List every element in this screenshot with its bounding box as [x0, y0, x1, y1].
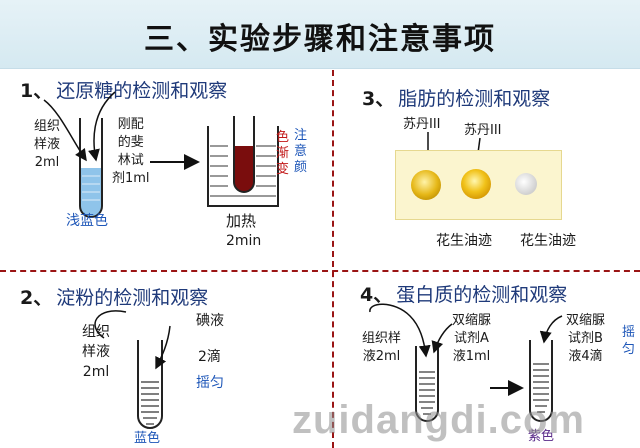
- section-4-heading: 4、蛋白质的检测和观察: [360, 280, 567, 307]
- arrow-biuret-b-into-tube: [539, 315, 563, 344]
- s2-iodine-label: 碘液: [196, 313, 224, 329]
- section-3-title: 脂肪的检测和观察: [398, 88, 551, 110]
- section-4-tube-1: [415, 346, 439, 422]
- s2-tissue-sample-label: 组织 样液 2ml: [82, 324, 110, 380]
- s4-biuret-a-label: 双缩脲 试剂A 液1ml: [452, 313, 492, 364]
- s1-heating-label: 加热: [226, 212, 257, 230]
- s4-biuret-b-label: 双缩脲 试剂B 液4滴: [566, 313, 606, 364]
- arrow-biuret-a-into-tube-4: [431, 323, 453, 354]
- arrow-sample-into-tube-4: [369, 303, 431, 358]
- arrow-reagent-into-tube-1: [88, 91, 116, 162]
- s1-fehling-reagent-label: 刚配 的斐 林试 剂1ml: [112, 117, 150, 186]
- s3-peanut-oil-right: 花生油迹: [520, 233, 576, 249]
- s1-result-color-label: 浅蓝色: [66, 213, 108, 229]
- site-watermark: zuidangdi.com: [292, 398, 585, 442]
- arrow-sample-into-tube-2: [94, 310, 127, 339]
- s4-result-color-label: 紫色: [528, 429, 555, 444]
- vertical-divider: [332, 70, 334, 448]
- horizontal-divider: [0, 270, 640, 272]
- section-1-tube: [79, 118, 103, 218]
- section-1-number: 1、: [20, 80, 53, 102]
- section-1-title: 还原糖的检测和观察: [56, 80, 228, 102]
- s3-sudan-right-label: 苏丹III: [464, 123, 502, 138]
- s1-tissue-sample-label: 组织 样液 2ml: [34, 119, 61, 170]
- s4-shake-label: 摇 匀: [622, 325, 636, 357]
- header-banner: 三、实验步骤和注意事项: [0, 0, 640, 69]
- section-2-number: 2、: [20, 287, 53, 309]
- section-3-heading: 3、脂肪的检测和观察: [362, 84, 550, 111]
- section-4-tube-2: [529, 340, 553, 422]
- section-1-heading: 1、还原糖的检测和观察: [20, 76, 227, 103]
- section-2-title: 淀粉的检测和观察: [56, 287, 209, 309]
- section-4-title: 蛋白质的检测和观察: [396, 284, 568, 306]
- s2-result-color-label: 蓝色: [134, 431, 161, 446]
- water-bath-beaker: [207, 116, 279, 207]
- s2-shake-label: 摇匀: [196, 375, 224, 391]
- fat-test-paper: [395, 150, 562, 220]
- s4-tissue-sample-label: 组织样 液2ml: [362, 331, 402, 364]
- s3-sudan-left-label: 苏丹III: [403, 117, 441, 132]
- section-2-heading: 2、淀粉的检测和观察: [20, 283, 208, 310]
- s1-color-note-a: 色 渐 变: [276, 130, 290, 177]
- arrow-iodine-into-tube-2: [155, 325, 171, 370]
- s2-drops-label: 2滴: [198, 349, 221, 365]
- s1-color-note-b: 注 意 颜: [294, 128, 308, 175]
- page-title: 三、实验步骤和注意事项: [144, 22, 496, 57]
- section-2-tube: [137, 340, 163, 429]
- s1-heating-time-label: 2min: [226, 233, 262, 249]
- section-4-number: 4、: [360, 284, 393, 306]
- arrow-sample-into-tube-1: [43, 99, 87, 162]
- s3-peanut-oil-left: 花生油迹: [436, 233, 492, 249]
- section-3-number: 3、: [362, 88, 395, 110]
